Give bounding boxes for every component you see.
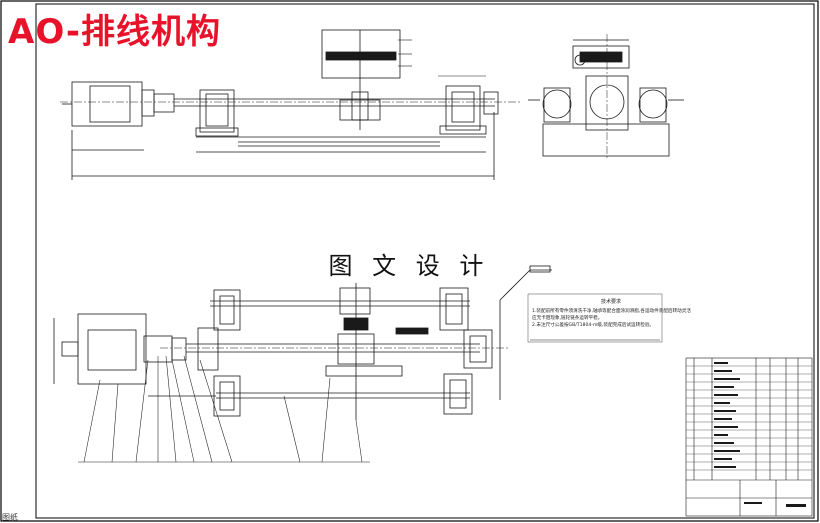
bom-text-marks [714, 362, 806, 507]
bottom-plan-view [53, 265, 552, 420]
title-block [685, 357, 813, 517]
note-line-1: 1.装配前所有零件须清洗干净,轴承等配合面涂润滑脂,各运动件装配后转动灵活 [532, 309, 691, 314]
top-front-view [60, 29, 520, 180]
note-line-3: 2.未注尺寸公差按GB/T1804-m级,装配完成后试运转检验。 [532, 323, 655, 328]
notes-heading: 技术要求 [601, 299, 622, 305]
note-line-2: 应无卡阻现象,链轮链条运转平稳。 [532, 316, 603, 321]
notes-border [527, 293, 663, 343]
bom-rows [686, 365, 812, 471]
top-side-view [528, 34, 684, 160]
watermark-label: 图 文 设 计 [323, 243, 495, 283]
corner-label: 图纸 [2, 513, 18, 522]
bottom-leaders [78, 355, 370, 463]
top-balloons [398, 39, 486, 77]
drawing-title: AO-排线机构 [8, 12, 221, 52]
inner-frame [35, 3, 815, 519]
